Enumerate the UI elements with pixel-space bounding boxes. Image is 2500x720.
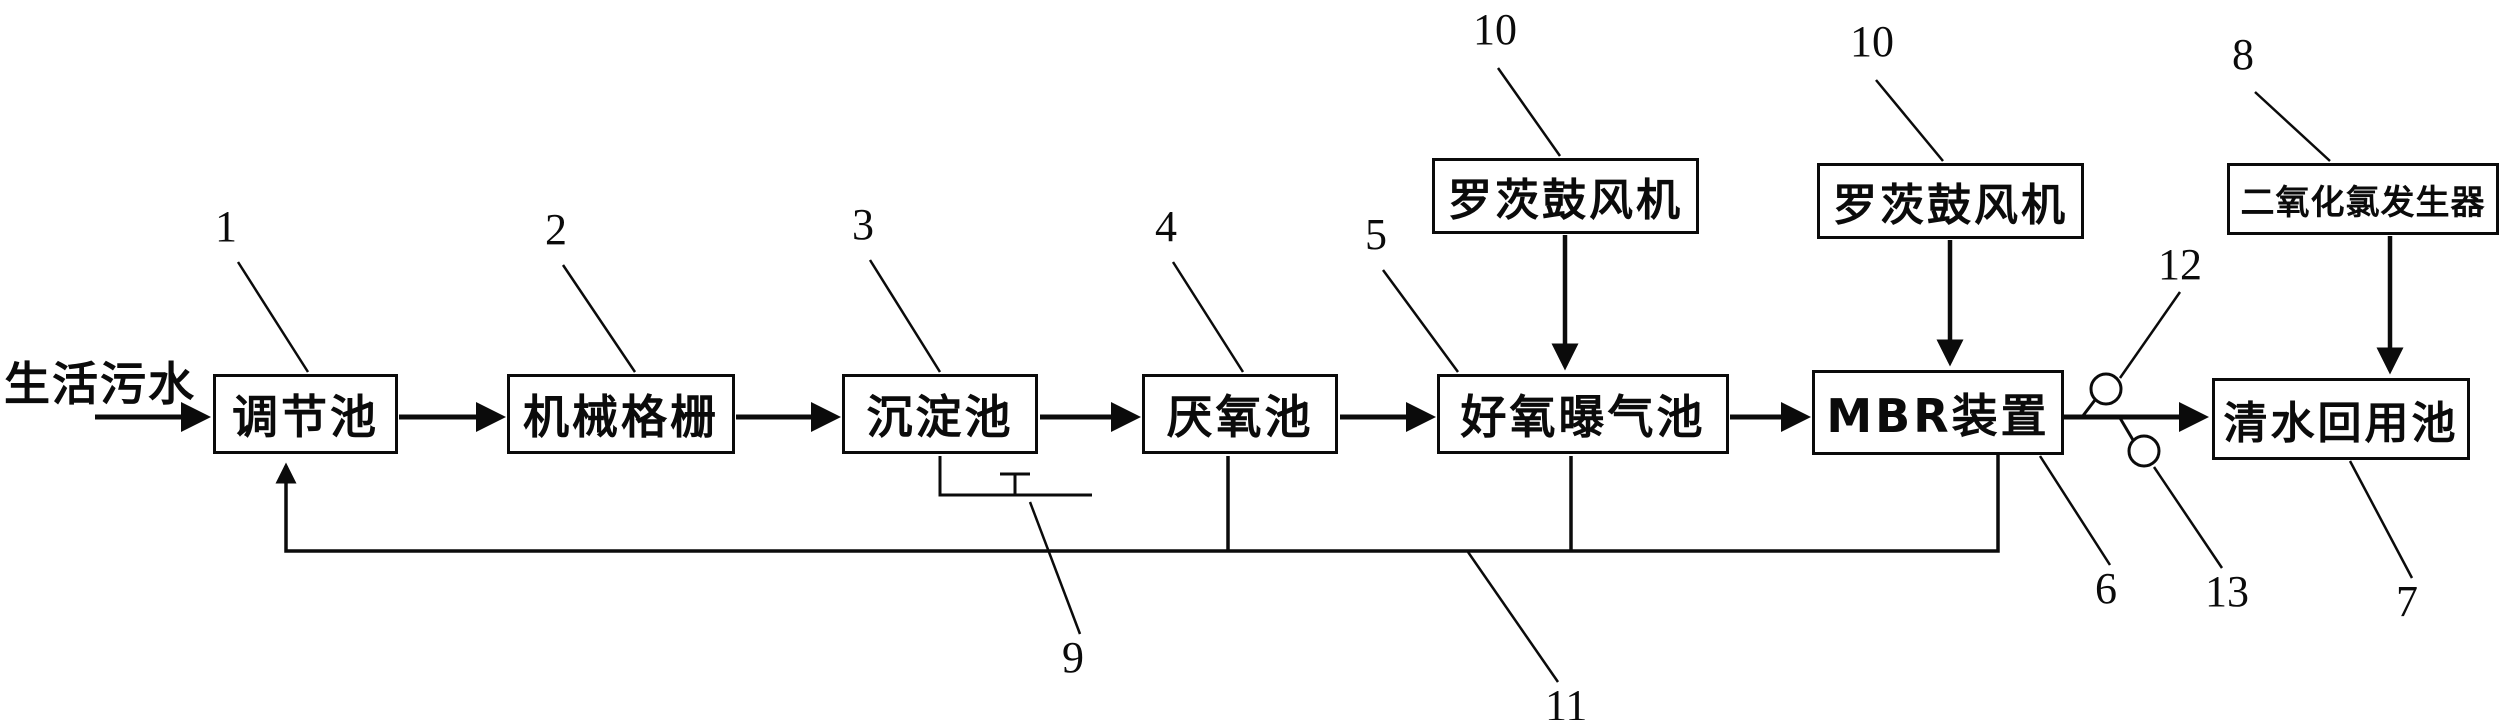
callout-2: 2	[545, 205, 567, 254]
valve-upper-icon	[2089, 372, 2123, 406]
callout-10b: 10	[1850, 17, 1894, 66]
callout-8: 8	[2232, 30, 2254, 79]
node-anaerobic-tank-label: 厌氧池	[1166, 390, 1314, 444]
node-mbr-unit-label: MBR装置	[1826, 388, 2050, 443]
leader-3	[868, 259, 942, 373]
leader-4	[1171, 261, 1245, 373]
valve-lower-icon	[2127, 434, 2161, 468]
node-clean-water-reuse-tank-label: 清水回用池	[2223, 398, 2459, 449]
node-clean-water-reuse-tank: 清水回用池	[2212, 378, 2470, 460]
callout-5: 5	[1365, 210, 1387, 259]
node-regulation-tank: 调节池	[213, 374, 398, 454]
node-anaerobic-tank: 厌氧池	[1142, 374, 1338, 454]
callout-7: 7	[2396, 577, 2418, 626]
leader-12	[2118, 291, 2182, 379]
vertical-feed-arrows	[1551, 235, 2404, 375]
leader-6	[2038, 455, 2112, 566]
callout-1: 1	[215, 202, 237, 251]
callout-6: 6	[2095, 564, 2117, 613]
leader-10a	[1496, 67, 1562, 157]
valve-lower-stem	[2118, 417, 2135, 441]
callout-9: 9	[1062, 633, 1084, 682]
node-sedimentation-tank: 沉淀池	[842, 374, 1038, 454]
callout-13: 13	[2205, 567, 2249, 616]
callout-3: 3	[852, 200, 874, 249]
callout-10a: 10	[1473, 5, 1517, 54]
leader-13	[2152, 466, 2224, 569]
node-roots-blower-2: 罗茨鼓风机	[1817, 163, 2084, 239]
leader-5	[1381, 269, 1460, 373]
node-mechanical-screen: 机械格栅	[507, 374, 735, 454]
node-sedimentation-tank-label: 沉淀池	[866, 390, 1014, 444]
drain-pipe	[938, 456, 1092, 497]
valve-symbols	[2080, 372, 2161, 468]
node-roots-blower-1-label: 罗茨鼓风机	[1448, 175, 1683, 226]
return-line	[275, 455, 2000, 553]
valve-upper-stem	[2080, 399, 2097, 418]
callout-4: 4	[1155, 202, 1177, 251]
callout-12: 12	[2158, 240, 2202, 289]
node-chlorine-dioxide-generator: 二氧化氯发生器	[2227, 163, 2499, 235]
leader-11	[1466, 551, 1560, 683]
node-roots-blower-2-label: 罗茨鼓风机	[1833, 180, 2068, 231]
leader-2	[561, 264, 637, 373]
node-mechanical-screen-label: 机械格栅	[523, 390, 719, 444]
leader-1	[236, 261, 310, 373]
node-roots-blower-1: 罗茨鼓风机	[1432, 158, 1699, 234]
node-aerobic-aeration-tank: 好氧曝气池	[1437, 374, 1729, 454]
callout-11: 11	[1545, 681, 1588, 720]
return-line-path	[275, 455, 2000, 553]
callout-leader-lines	[236, 67, 2414, 683]
node-mbr-unit: MBR装置	[1812, 370, 2064, 455]
inflow-label: 生活污水	[4, 357, 196, 411]
leader-7	[2348, 460, 2414, 579]
sludge-drain-line	[938, 456, 1092, 497]
leader-9	[1028, 501, 1082, 635]
node-aerobic-aeration-tank-label: 好氧曝气池	[1460, 390, 1706, 444]
node-chlorine-dioxide-generator-label: 二氧化氯发生器	[2240, 182, 2486, 223]
node-regulation-tank-label: 调节池	[232, 390, 379, 444]
leader-10b	[1875, 79, 1944, 162]
leader-8	[2254, 91, 2331, 162]
